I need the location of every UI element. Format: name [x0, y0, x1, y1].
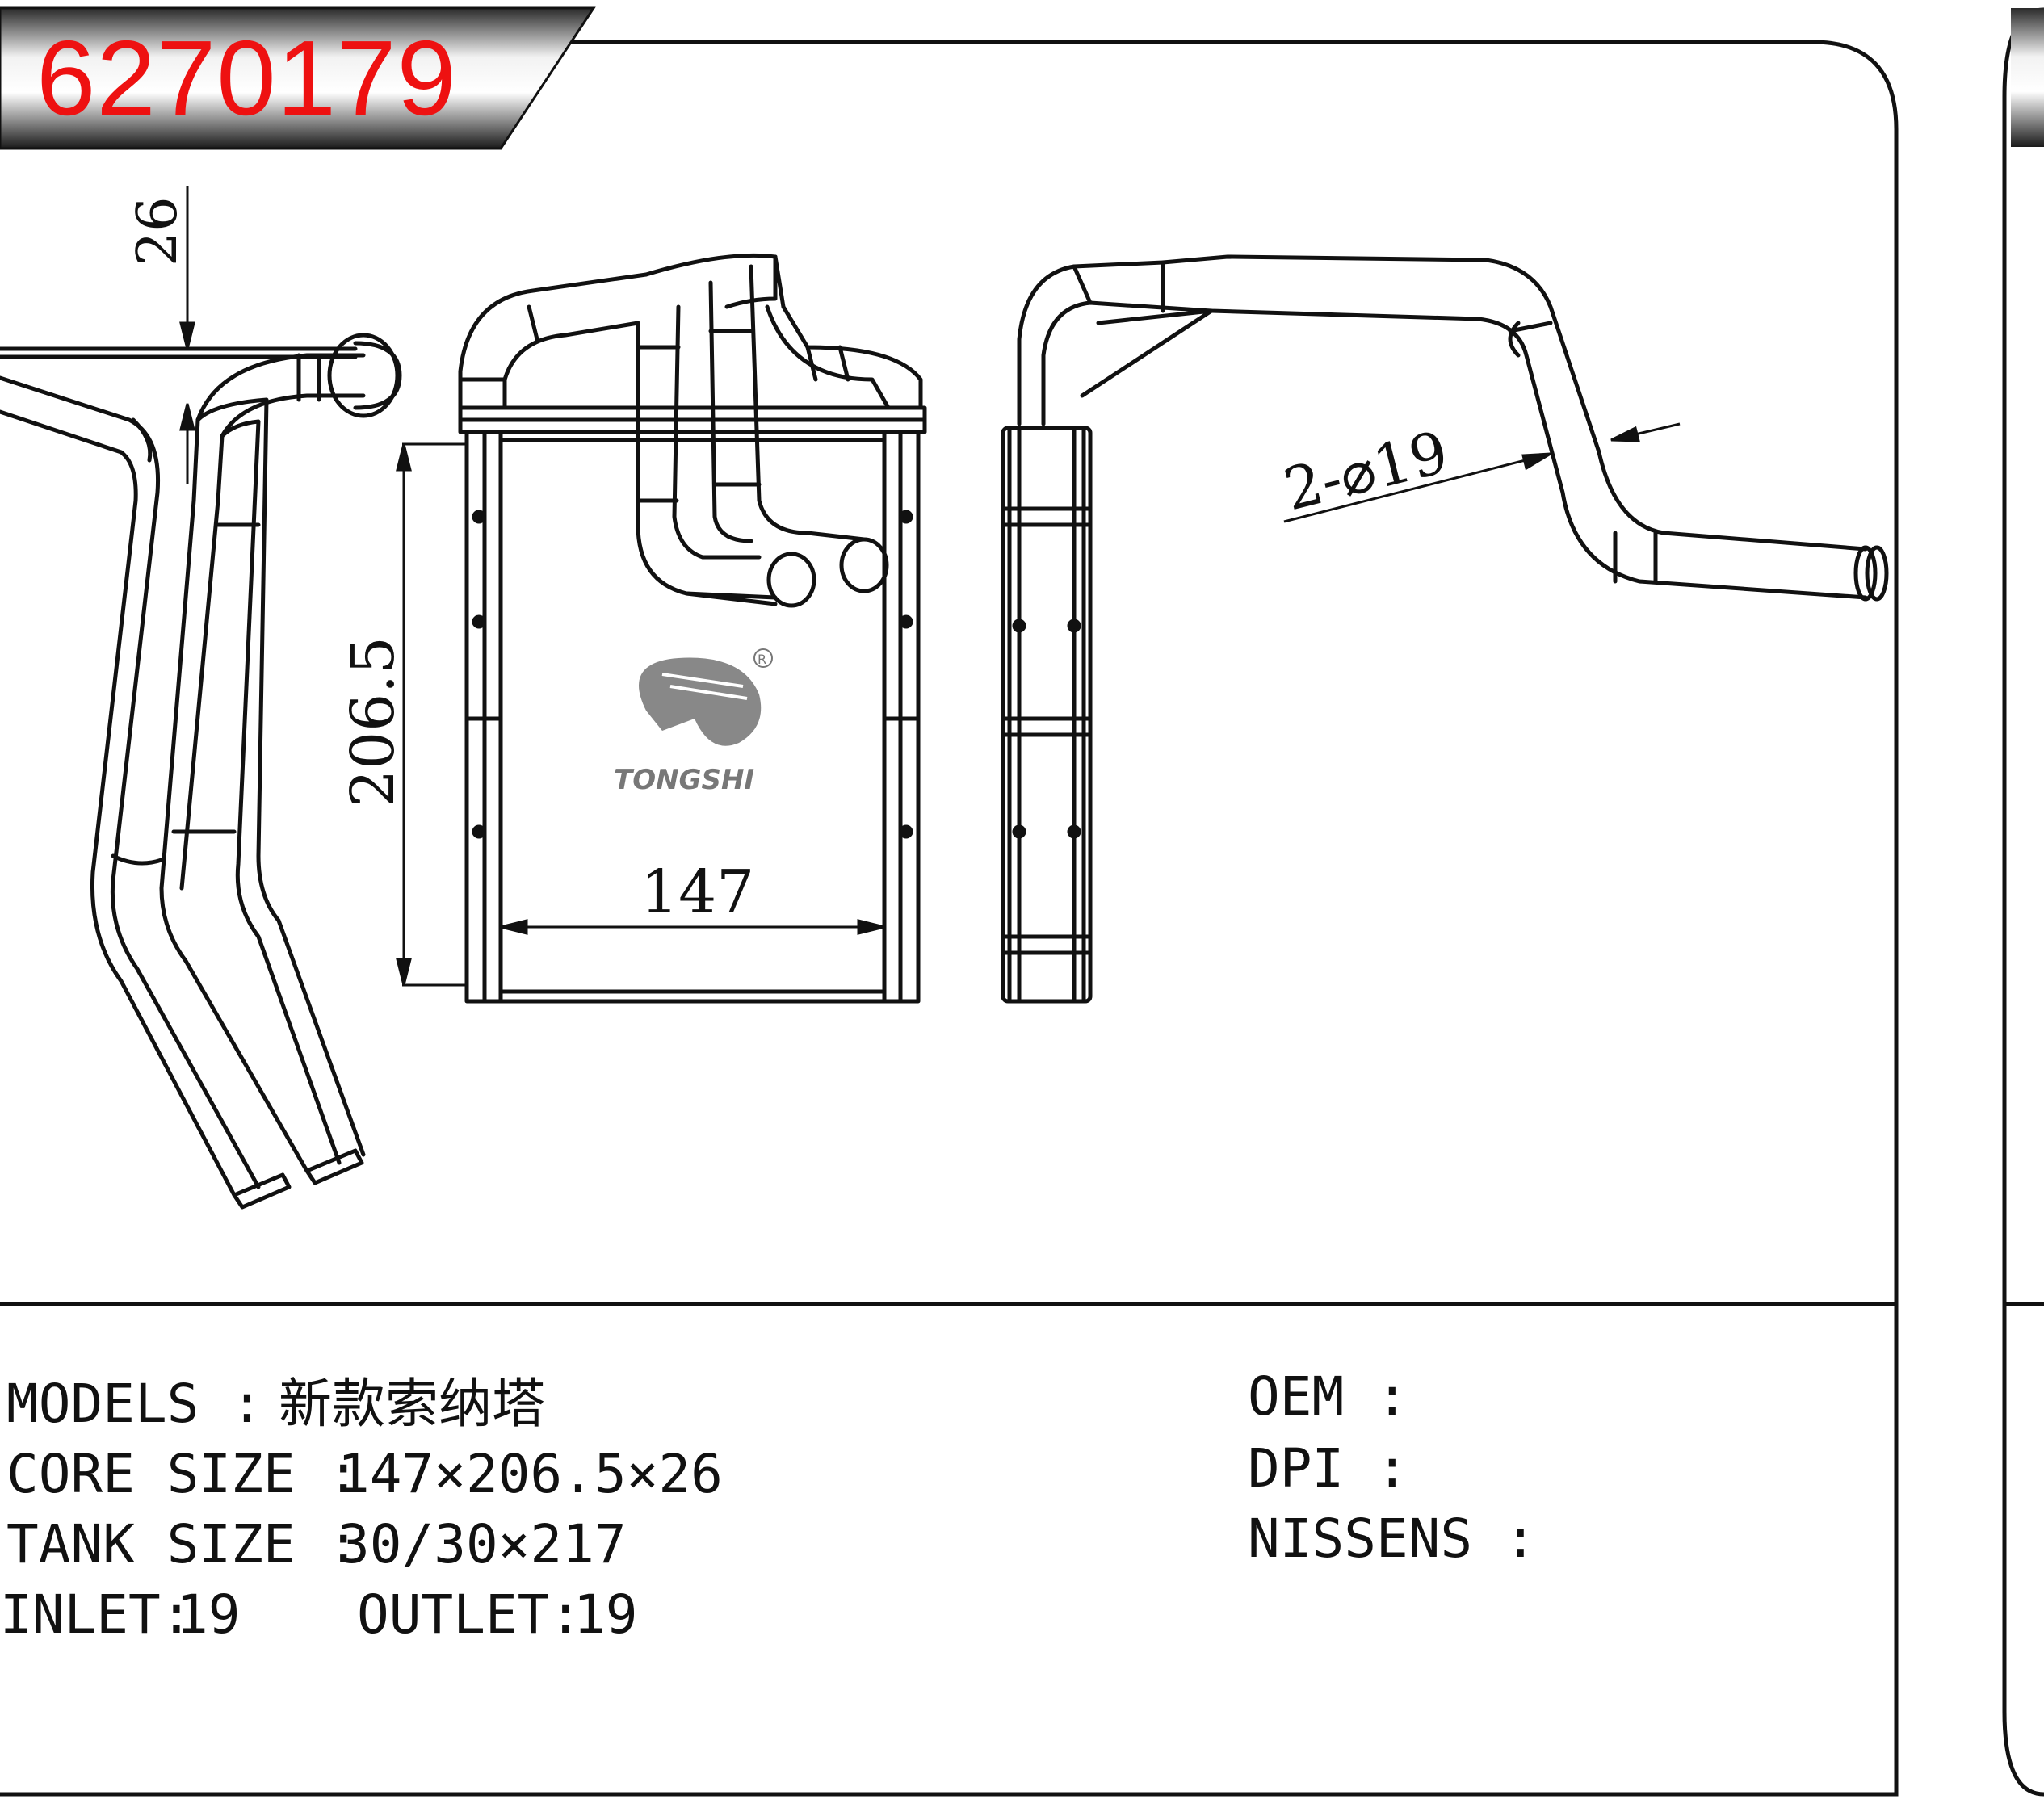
spec-outlet-label: OUTLET: — [357, 1583, 582, 1646]
spec-dpi-label: DPI : — [1248, 1437, 1408, 1499]
side-view-left — [0, 333, 402, 1210]
dimension-pipe-diameter — [1283, 422, 1681, 523]
dimension-width-label: 147 — [640, 858, 754, 927]
top-view-pipes — [1017, 254, 1889, 602]
side-view-tank — [1001, 426, 1093, 1004]
registered-mark: R — [758, 652, 766, 667]
spec-outlet-value: 19 — [573, 1583, 638, 1646]
spec-inlet-label: INLET: — [0, 1583, 193, 1646]
spec-oem-label: OEM : — [1248, 1365, 1408, 1428]
spec-nissens-label: NISSENS : — [1248, 1508, 1537, 1570]
spec-core-size-label: CORE SIZE : — [6, 1443, 360, 1505]
spec-models-label: MODELS : — [6, 1373, 263, 1435]
dimension-height-label: 206.5 — [338, 636, 408, 807]
dimension-thickness — [179, 186, 195, 484]
spec-models-value: 新款索纳塔 — [279, 1373, 545, 1435]
dimension-pipe-diameter-label: 2-⌀19 — [1278, 417, 1454, 523]
spec-tank-size-value: 30/30×217 — [338, 1513, 627, 1575]
spec-tank-size-label: TANK SIZE : — [6, 1513, 360, 1575]
front-view-core — [458, 253, 927, 1004]
part-number: 6270179 — [36, 19, 457, 137]
brand-name: TONGSHI — [614, 764, 754, 796]
dimension-height — [396, 442, 467, 987]
spec-inlet-value: 19 — [176, 1583, 241, 1646]
tongshi-logo: R TONGSHI — [614, 648, 773, 796]
right-banner-strip — [2011, 8, 2044, 147]
dimension-thickness-label: 26 — [126, 196, 190, 266]
dimension-width — [500, 919, 885, 935]
title-banner — [0, 6, 596, 150]
spec-core-size-value: 147×206.5×26 — [338, 1443, 723, 1505]
